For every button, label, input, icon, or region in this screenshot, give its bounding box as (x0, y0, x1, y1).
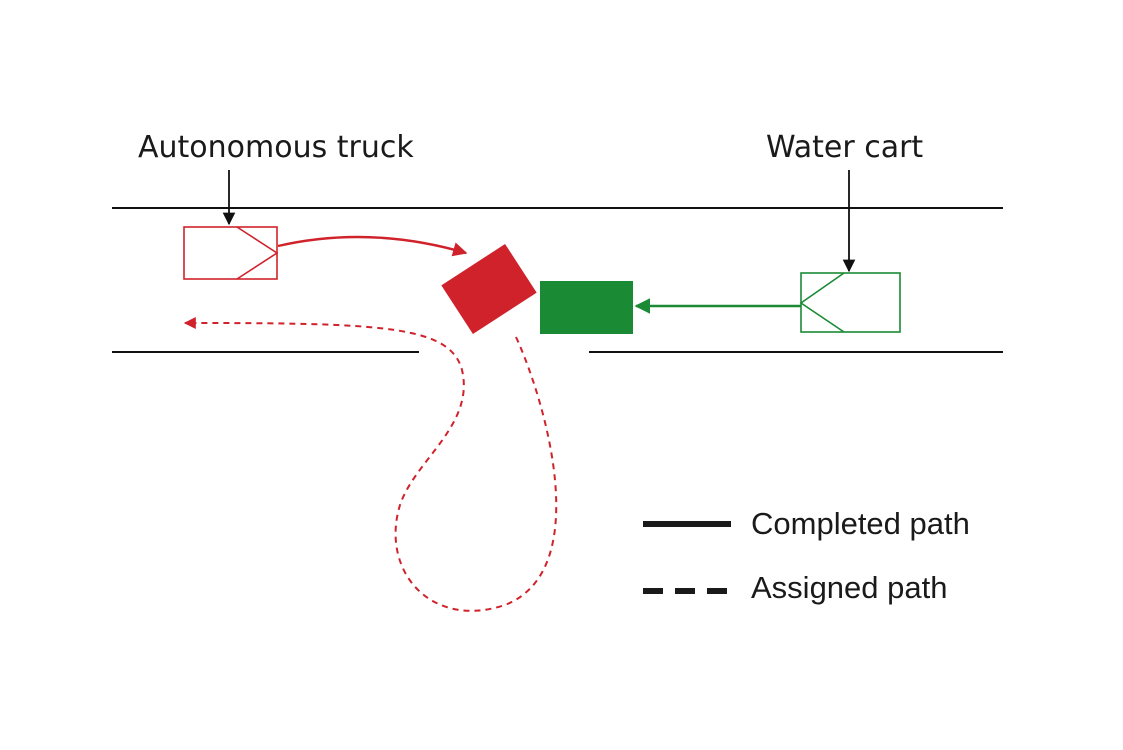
truck-initial-outline (183, 226, 279, 280)
truck-completed-path (277, 235, 468, 257)
truck-assigned-path (183, 317, 558, 612)
water-cart-current-filled (540, 281, 633, 334)
legend-completed-label: Completed path (751, 506, 970, 541)
legend-assigned-label: Assigned path (751, 570, 947, 605)
legend: Completed path Assigned path (643, 506, 970, 605)
water-cart-label: Water cart (766, 130, 923, 165)
water-cart-initial-outline (799, 272, 901, 333)
truck-current-filled (441, 243, 537, 335)
truck-label: Autonomous truck (138, 130, 414, 165)
